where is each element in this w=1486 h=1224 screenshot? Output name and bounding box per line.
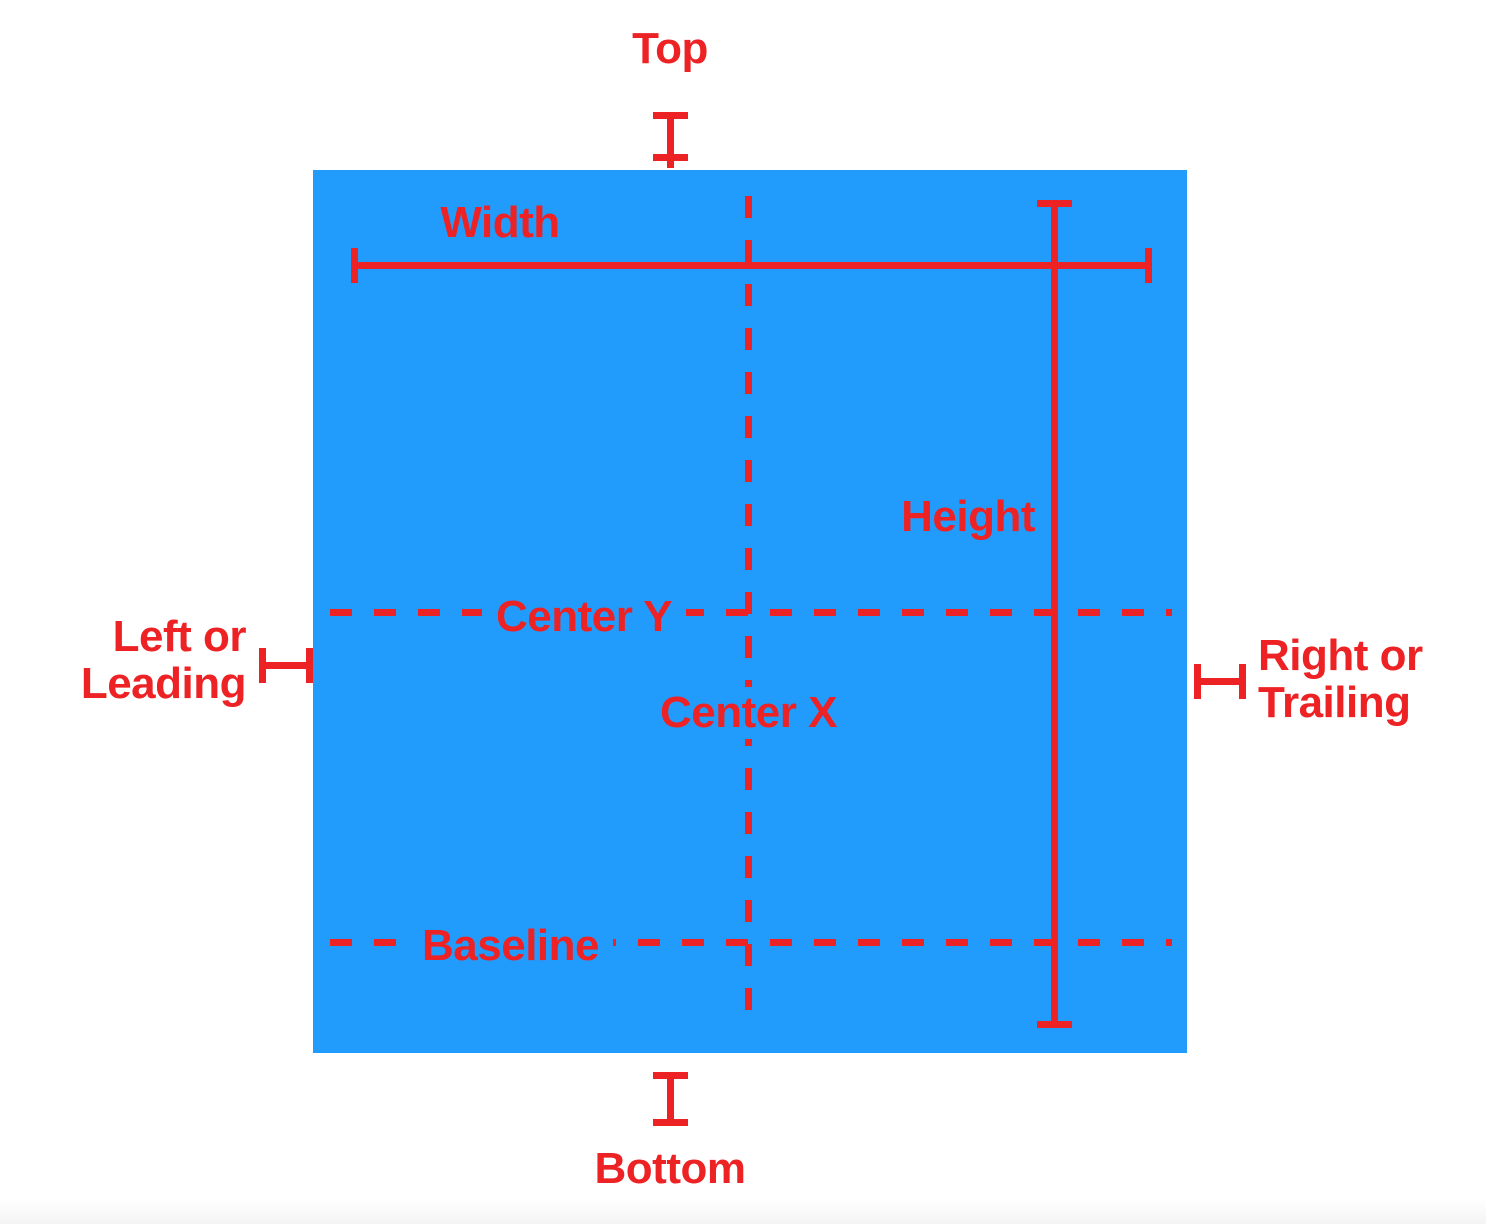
leading-marker-stem (259, 662, 313, 669)
leading-marker-cap-right (306, 648, 313, 683)
page-bottom-band (0, 1198, 1486, 1224)
label-right-trailing: Right or Trailing (1258, 631, 1423, 727)
label-center-y: Center Y (482, 591, 687, 643)
trailing-marker-cap-right (1239, 664, 1246, 699)
label-height: Height (901, 492, 1035, 541)
trailing-marker-stem (1194, 678, 1246, 685)
bottom-marker-cap-lower (653, 1119, 688, 1126)
top-marker-cap-lower (653, 154, 688, 161)
width-dimension-line (351, 262, 1152, 269)
height-cap-bottom (1037, 1021, 1072, 1028)
leading-marker-cap-left (259, 648, 266, 683)
center-y-guide-line (330, 609, 1172, 616)
label-baseline: Baseline (408, 920, 613, 972)
trailing-marker-cap-left (1194, 664, 1201, 699)
width-cap-right (1145, 248, 1152, 283)
baseline-guide-line (330, 939, 1172, 946)
height-cap-top (1037, 200, 1072, 207)
label-top: Top (632, 24, 708, 73)
height-dimension-line (1051, 200, 1058, 1028)
bottom-marker-stem (667, 1072, 674, 1126)
label-center-x: Center X (646, 687, 851, 739)
label-left-leading: Left or Leading (80, 612, 247, 708)
top-marker-stem (667, 112, 674, 168)
top-marker-cap-upper (653, 112, 688, 119)
width-cap-left (351, 248, 358, 283)
bottom-marker-cap-upper (653, 1072, 688, 1079)
label-width: Width (440, 198, 560, 247)
center-x-guide-line (745, 196, 752, 1014)
label-bottom: Bottom (594, 1144, 746, 1193)
